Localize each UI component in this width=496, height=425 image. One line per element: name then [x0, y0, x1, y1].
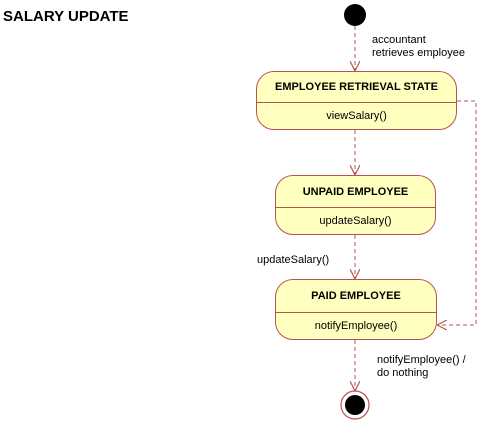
initial-node — [344, 4, 366, 26]
final-node-core — [345, 395, 365, 415]
state-name: EMPLOYEE RETRIEVAL STATE — [257, 72, 456, 103]
label-line: accountant — [372, 34, 426, 46]
state-activity: notifyEmployee() — [314, 320, 398, 332]
state-employee-retrieval: EMPLOYEE RETRIEVAL STATE viewSalary() — [256, 71, 457, 130]
label-line: do nothing — [377, 367, 429, 379]
state-name: PAID EMPLOYEE — [276, 280, 436, 313]
transition-retrieval-to-paid — [437, 100, 477, 325]
diagram-title: SALARY UPDATE — [3, 8, 129, 25]
label-line: notifyEmployee() / — [377, 354, 466, 366]
transition-label-final: notifyEmployee() / do nothing — [377, 354, 466, 380]
state-activity: viewSalary() — [326, 110, 387, 122]
state-activity: updateSalary() — [319, 215, 392, 227]
label-line: retrieves employee — [372, 47, 465, 59]
state-name: UNPAID EMPLOYEE — [276, 176, 435, 208]
state-paid-employee: PAID EMPLOYEE notifyEmployee() — [275, 279, 437, 340]
transition-label-update-salary: updateSalary() — [257, 254, 330, 266]
state-unpaid-employee: UNPAID EMPLOYEE updateSalary() — [275, 175, 436, 235]
transition-label-initial: accountant retrieves employee — [372, 34, 465, 60]
